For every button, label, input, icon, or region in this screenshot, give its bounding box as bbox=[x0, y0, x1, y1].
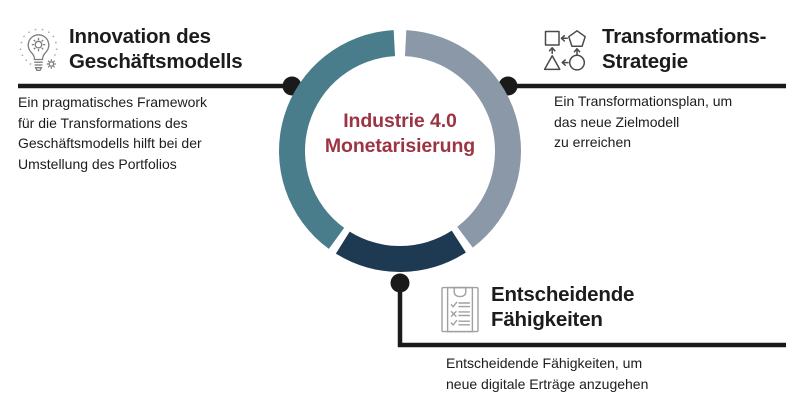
section-innovation-header: Innovation des Geschäftsmodells bbox=[14, 24, 276, 76]
section-innovation: Innovation des Geschäftsmodells Ein prag… bbox=[14, 24, 276, 174]
donut-svg bbox=[279, 30, 521, 272]
donut-center-label: Industrie 4.0 Monetarisierung bbox=[300, 109, 500, 159]
section-capabilities-header: Entscheidende Fähigkeiten bbox=[438, 282, 790, 335]
innovation-segment bbox=[279, 30, 396, 249]
section-innovation-title: Innovation des Geschäftsmodells bbox=[69, 25, 243, 73]
section-capabilities-title: Entscheidende Fähigkeiten bbox=[491, 283, 635, 331]
lightbulb-gear-icon bbox=[19, 28, 58, 72]
section-capabilities: Entscheidende Fähigkeiten Entscheidende … bbox=[438, 282, 790, 394]
center-label-line2: Monetarisierung bbox=[324, 135, 476, 157]
transformation-segment bbox=[404, 30, 521, 248]
connector-node-bottom bbox=[390, 273, 410, 293]
section-transformation: Transformations- Strategie Ein Transform… bbox=[541, 24, 797, 153]
section-transformation-body: Ein Transformationsplan, um das neue Zie… bbox=[554, 93, 733, 150]
clipboard-checklist-icon bbox=[441, 286, 479, 333]
shapes-transform-icon bbox=[543, 30, 586, 71]
donut-chart bbox=[279, 30, 521, 272]
capabilities-segment bbox=[335, 230, 466, 272]
center-label-line1: Industrie 4.0 bbox=[343, 110, 457, 132]
section-transformation-title: Transformations- Strategie bbox=[602, 25, 767, 73]
section-innovation-body: Ein pragmatisches Framework für die Tran… bbox=[18, 94, 208, 172]
section-capabilities-body: Entscheidende Fähigkeiten, um neue digit… bbox=[446, 355, 649, 392]
section-transformation-header: Transformations- Strategie bbox=[541, 24, 797, 75]
